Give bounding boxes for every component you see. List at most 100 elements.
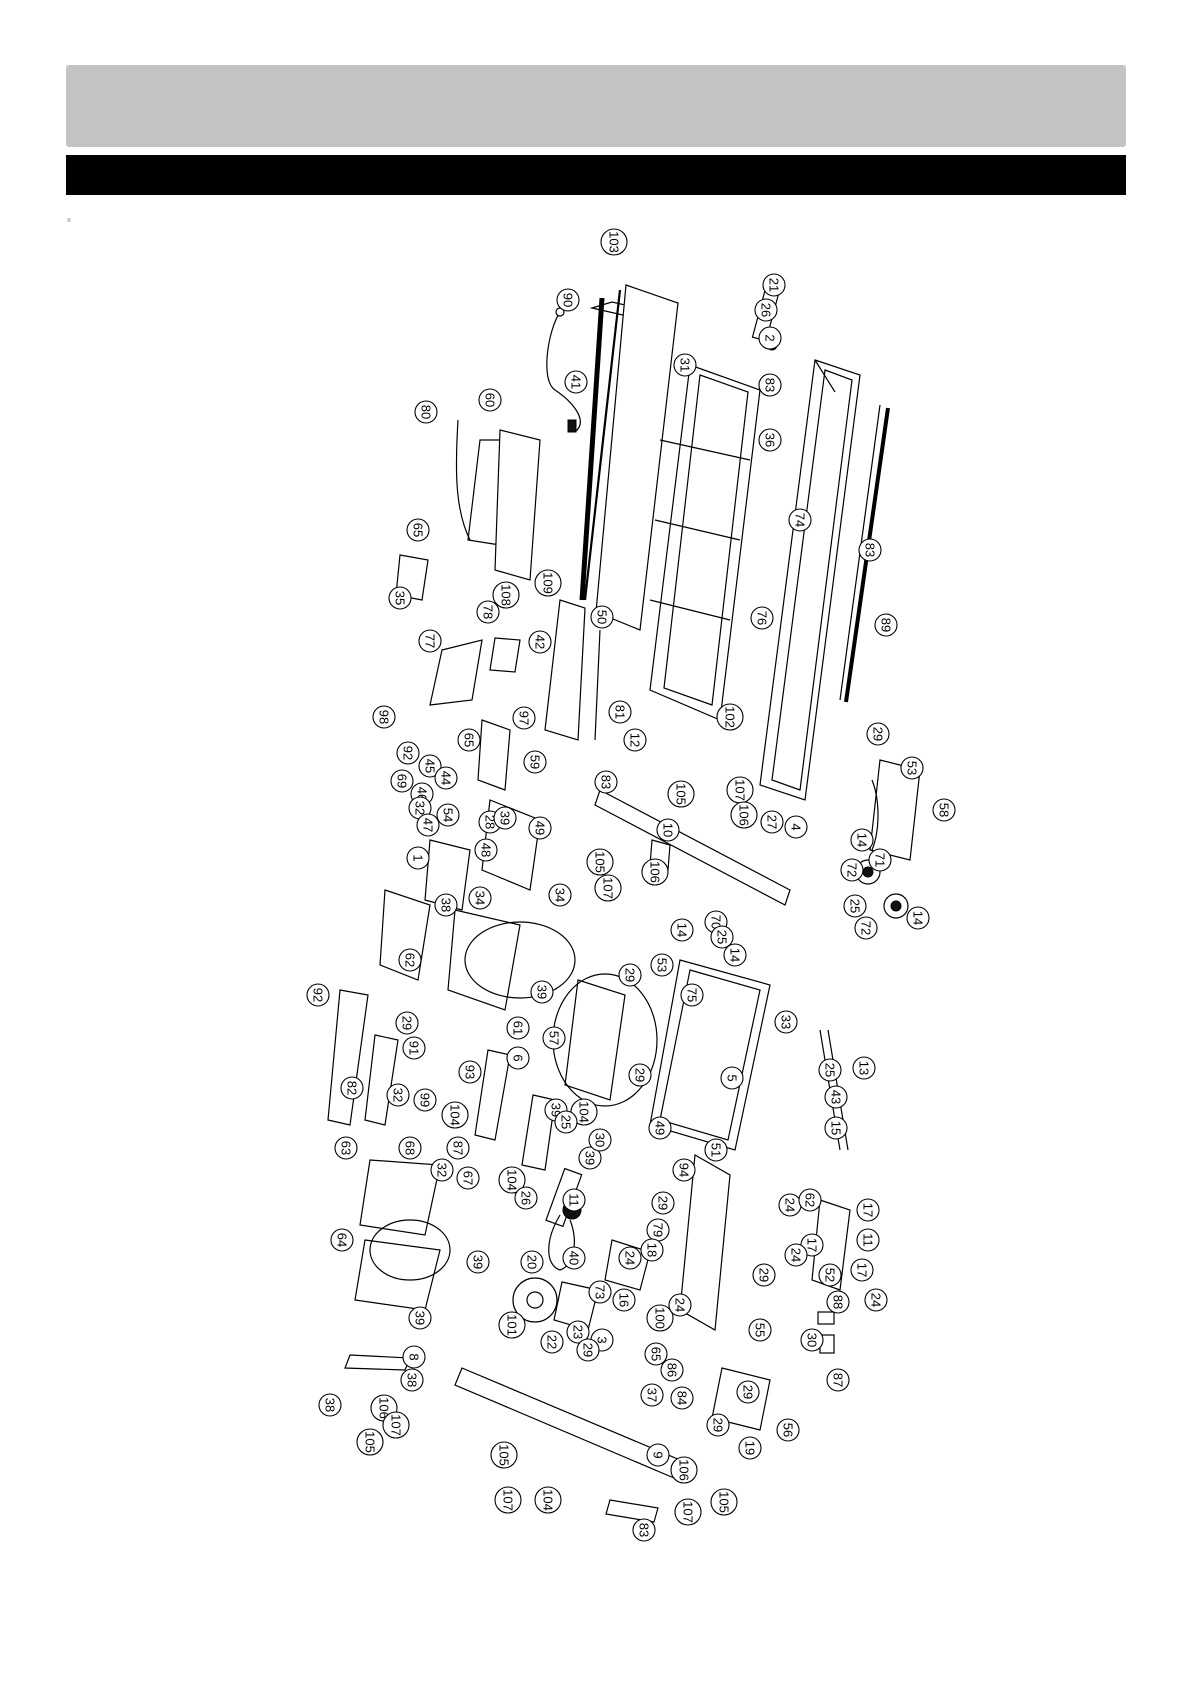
- callout-circle: [330, 1228, 354, 1252]
- callout-label: 37: [645, 1388, 660, 1402]
- callout-77: 77: [418, 629, 442, 653]
- callout-circle: [528, 816, 552, 840]
- callout-37: 37: [640, 1383, 664, 1407]
- callout-23: 23: [566, 1320, 590, 1344]
- callout-circle: [476, 600, 500, 624]
- callout-circle: [398, 948, 422, 972]
- callout-14: 14: [723, 943, 747, 967]
- callout-label: 50: [595, 610, 610, 624]
- callout-29: 29: [752, 1263, 776, 1287]
- callout-circle: [600, 228, 628, 256]
- callout-circle: [868, 848, 892, 872]
- callout-circle: [540, 1330, 564, 1354]
- callout-53: 53: [900, 756, 924, 780]
- callout-circle: [456, 1166, 480, 1190]
- callout-circle: [418, 754, 442, 778]
- callout-60: 60: [478, 388, 502, 412]
- callout-circle: [618, 963, 642, 987]
- callout-73: 73: [588, 1280, 612, 1304]
- callout-label: 65: [411, 523, 426, 537]
- callout-label: 47: [421, 818, 436, 832]
- callout-14: 14: [850, 828, 874, 852]
- callout-39: 39: [530, 980, 554, 1004]
- deck-frame: [649, 364, 761, 721]
- callout-circle: [413, 1088, 437, 1112]
- callout-circle: [523, 750, 547, 774]
- callout-36: 36: [758, 428, 782, 452]
- callout-label: 82: [345, 1081, 360, 1095]
- callout-circle: [588, 1128, 612, 1152]
- callout-91: 91: [402, 1036, 426, 1060]
- callout-label: 64: [335, 1233, 350, 1247]
- callout-circle: [750, 606, 774, 630]
- callout-label: 19: [743, 1441, 758, 1455]
- callout-circle: [850, 828, 874, 852]
- upright-arm: [594, 789, 791, 906]
- callout-label: 31: [678, 358, 693, 372]
- callout-106: 106: [730, 801, 758, 829]
- front-hood: [544, 599, 601, 741]
- callout-47: 47: [416, 813, 440, 837]
- callout-circle: [800, 1328, 824, 1352]
- callout-circle: [758, 326, 782, 350]
- callout-52: 52: [818, 1263, 842, 1287]
- callout-circle: [400, 1368, 424, 1392]
- callout-label: 29: [711, 1418, 726, 1432]
- callout-circle: [506, 1016, 530, 1040]
- callout-circle: [372, 705, 396, 729]
- callout-label: 78: [481, 605, 496, 619]
- callout-label: 25: [715, 930, 730, 944]
- callout-83: 83: [858, 538, 882, 562]
- callout-circle: [704, 1138, 728, 1162]
- callout-25: 25: [554, 1110, 578, 1134]
- callout-circle: [736, 1380, 760, 1404]
- callout-105: 105: [667, 780, 695, 808]
- callout-87: 87: [826, 1368, 850, 1392]
- callout-circle: [492, 581, 520, 609]
- callout-circle: [446, 1136, 470, 1160]
- callout-circle: [306, 983, 330, 1007]
- callout-62: 62: [798, 1188, 822, 1212]
- callout-58: 58: [932, 798, 956, 822]
- callout-label: 16: [617, 1293, 632, 1307]
- callout-105: 105: [586, 848, 614, 876]
- side-rail-upper: [579, 284, 679, 631]
- callout-107: 107: [594, 874, 622, 902]
- callout-107: 107: [674, 1498, 702, 1526]
- callout-24: 24: [864, 1288, 888, 1312]
- callout-83: 83: [632, 1518, 656, 1542]
- callout-label: 44: [439, 771, 454, 785]
- callout-15: 15: [824, 1116, 848, 1140]
- callout-circle: [562, 1246, 586, 1270]
- callout-88: 88: [826, 1290, 850, 1314]
- callout-29: 29: [628, 1063, 652, 1087]
- callout-circle: [784, 815, 808, 839]
- callout-39: 39: [493, 806, 517, 830]
- callout-105: 105: [710, 1488, 738, 1516]
- callout-106: 106: [670, 1456, 698, 1484]
- callout-circle: [498, 1311, 526, 1339]
- callout-circle: [594, 770, 618, 794]
- callout-circle: [612, 1288, 636, 1312]
- callout-label: 24: [673, 1298, 688, 1312]
- callout-circle: [710, 925, 734, 949]
- callout-label: 18: [645, 1243, 660, 1257]
- callout-65: 65: [406, 518, 430, 542]
- callout-27: 27: [760, 810, 784, 834]
- callout-24: 24: [778, 1193, 802, 1217]
- callout-12: 12: [623, 728, 647, 752]
- callout-29: 29: [651, 1191, 675, 1215]
- callout-99: 99: [413, 1088, 437, 1112]
- callout-97: 97: [512, 706, 536, 730]
- callout-label: 14: [728, 948, 743, 962]
- callout-61: 61: [506, 1016, 530, 1040]
- callout-label: 83: [763, 378, 778, 392]
- callout-label: 105: [363, 1431, 378, 1453]
- callout-49: 49: [648, 1116, 672, 1140]
- callout-9: 9: [646, 1443, 670, 1467]
- callout-label: 67: [461, 1171, 476, 1185]
- callout-circle: [493, 806, 517, 830]
- callout-29: 29: [576, 1338, 600, 1362]
- callout-29: 29: [866, 722, 890, 746]
